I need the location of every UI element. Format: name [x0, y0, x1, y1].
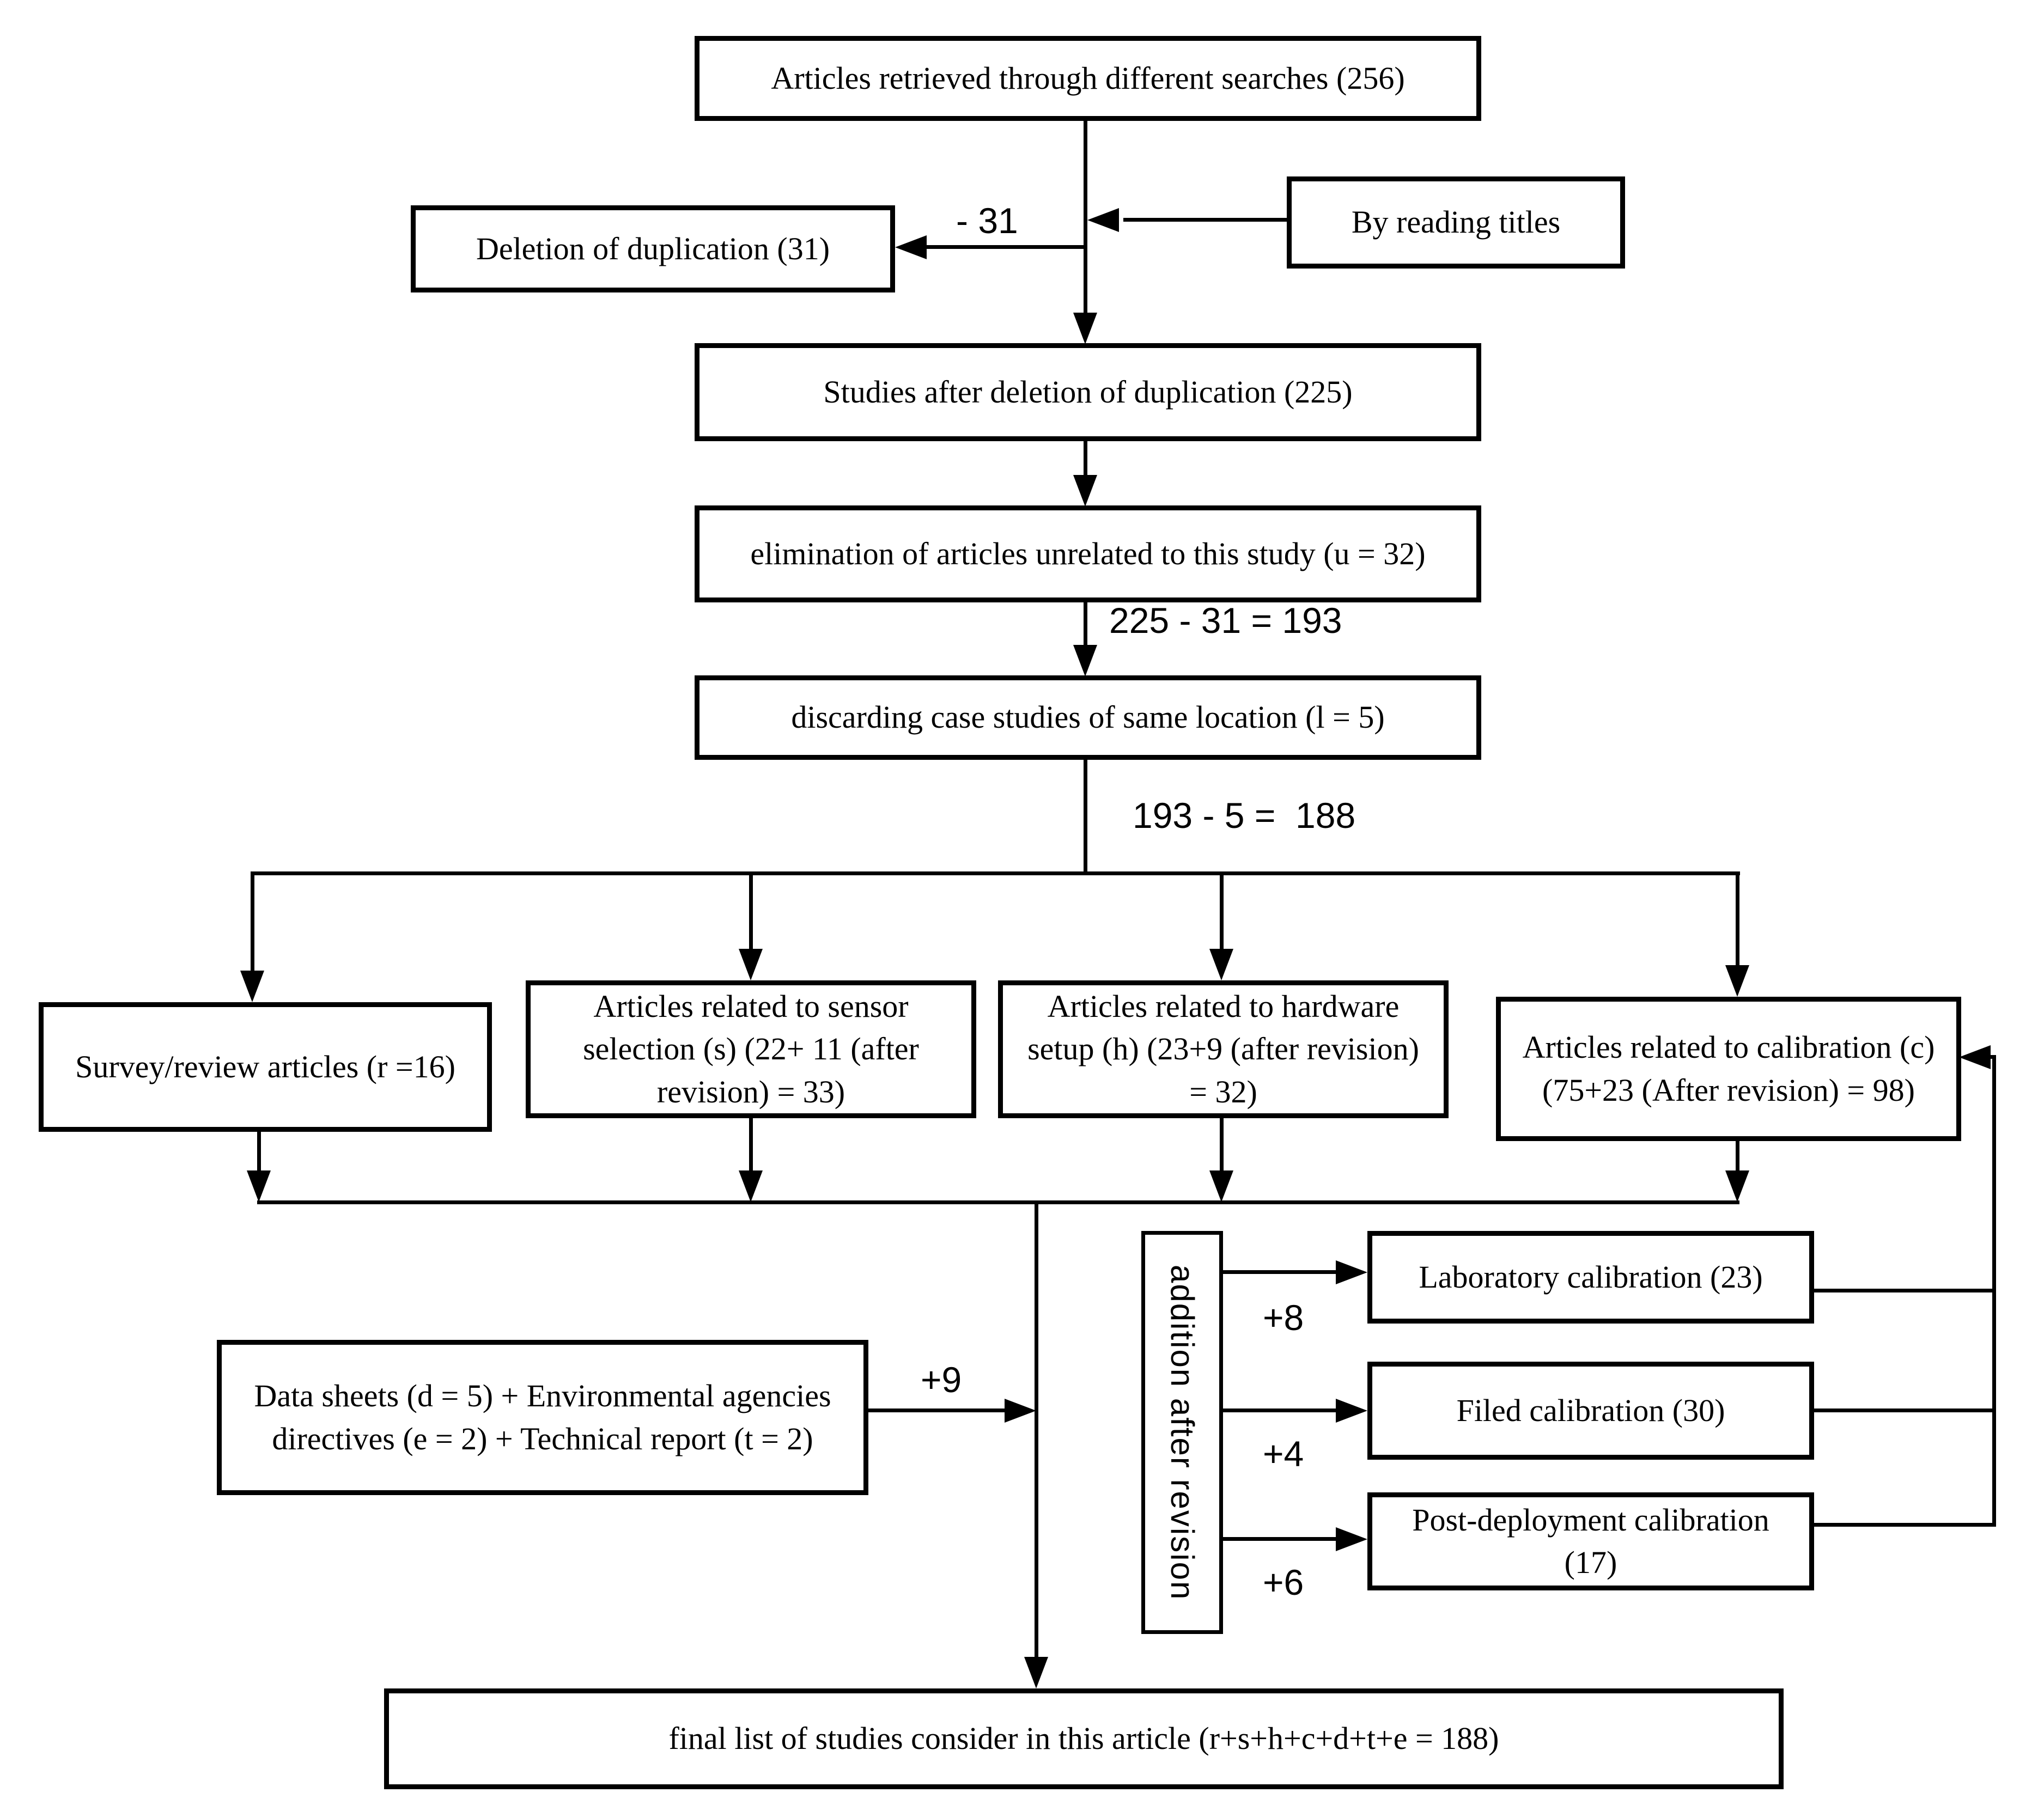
arrowhead-down-icon [1209, 949, 1233, 980]
arrowhead-down-icon [1725, 1170, 1749, 1202]
flow-line-survey-out [257, 1132, 261, 1173]
box-post-deployment-calibration: Post-deployment calibration (17) [1367, 1492, 1814, 1590]
box-sensor-selection: Articles related to sensor selection (s)… [526, 980, 976, 1118]
arrowhead-left-icon [1959, 1045, 1991, 1069]
arrowhead-down-icon [739, 1170, 763, 1202]
flow-line-lab-feedback [1814, 1289, 1996, 1292]
arrowhead-left-icon [1087, 208, 1119, 232]
arrowhead-down-icon [739, 949, 763, 980]
box-elimination-unrelated: elimination of articles unrelated to thi… [695, 505, 1481, 602]
label-193-5-188: 193 - 5 = 188 [1133, 795, 1356, 836]
arrowhead-down-icon [1209, 1170, 1233, 1202]
box-articles-retrieved: Articles retrieved through different sea… [695, 36, 1481, 121]
flow-line-to-calibration [1736, 871, 1739, 966]
flow-line-to-sensor [749, 871, 753, 950]
flow-line-distribution [251, 871, 1740, 875]
box-by-reading-titles: By reading titles [1287, 176, 1625, 269]
label-plus-9: +9 [921, 1359, 962, 1400]
arrowhead-right-icon [1005, 1399, 1036, 1423]
flow-line-plus8 [1223, 1270, 1340, 1274]
label-plus-6: +6 [1263, 1562, 1304, 1602]
label-225-31-193: 225 - 31 = 193 [1109, 600, 1342, 641]
flow-line-post-feedback [1814, 1523, 1996, 1527]
arrowhead-down-icon [1725, 965, 1749, 997]
label-plus-8: +8 [1263, 1297, 1304, 1338]
label-minus-31: - 31 [956, 200, 1018, 241]
arrowhead-right-icon [1336, 1399, 1367, 1423]
flow-line-sensor-out [749, 1118, 753, 1173]
flow-line-datasheets-out [868, 1409, 1007, 1412]
flow-line-discarding-down [1084, 760, 1087, 875]
box-discarding-same-location: discarding case studies of same location… [695, 675, 1481, 760]
flow-line-titles-to-center [1123, 218, 1287, 222]
box-hardware-setup: Articles related to hardware setup (h) (… [998, 980, 1449, 1118]
arrowhead-down-icon [240, 971, 264, 1002]
box-addition-after-revision: addition after revision [1141, 1231, 1223, 1634]
arrowhead-right-icon [1336, 1260, 1367, 1284]
box-data-sheets: Data sheets (d = 5) + Environmental agen… [217, 1340, 868, 1495]
flow-line-calibration-out [1736, 1141, 1739, 1173]
box-deletion-of-duplication: Deletion of duplication (31) [411, 205, 895, 292]
box-studies-after-deletion: Studies after deletion of duplication (2… [695, 343, 1481, 441]
arrowhead-down-icon [1073, 313, 1097, 344]
arrowhead-down-icon [1073, 475, 1097, 507]
flow-line-retrieved-down [1084, 121, 1087, 315]
arrowhead-left-icon [895, 235, 927, 259]
box-field-calibration: Filed calibration (30) [1367, 1362, 1814, 1460]
box-calibration: Articles related to calibration (c) (75+… [1496, 997, 1961, 1141]
arrowhead-down-icon [247, 1170, 271, 1202]
box-survey-review: Survey/review articles (r =16) [39, 1002, 492, 1132]
arrowhead-right-icon [1336, 1527, 1367, 1551]
flow-line-feedback-top [1988, 1055, 1996, 1059]
flow-line-after-deletion-down [1084, 441, 1087, 479]
flow-line-to-final [1035, 1200, 1038, 1658]
flow-line-plus6 [1223, 1537, 1340, 1541]
flow-line-to-hardware [1220, 871, 1224, 950]
flow-line-to-survey [251, 871, 254, 972]
box-final-list: final list of studies consider in this a… [384, 1688, 1784, 1789]
arrowhead-down-icon [1024, 1657, 1048, 1688]
flow-line-center-to-deletion [926, 245, 1085, 249]
arrowhead-down-icon [1073, 645, 1097, 676]
box-laboratory-calibration: Laboratory calibration (23) [1367, 1231, 1814, 1324]
flow-line-hardware-out [1220, 1118, 1224, 1173]
flow-line-collect [257, 1200, 1739, 1204]
label-plus-4: +4 [1263, 1434, 1304, 1474]
flow-line-field-feedback [1814, 1409, 1996, 1412]
flow-line-plus4 [1223, 1409, 1340, 1412]
flow-line-elimination-down [1084, 602, 1087, 647]
flow-line-feedback-vertical [1992, 1055, 1996, 1527]
